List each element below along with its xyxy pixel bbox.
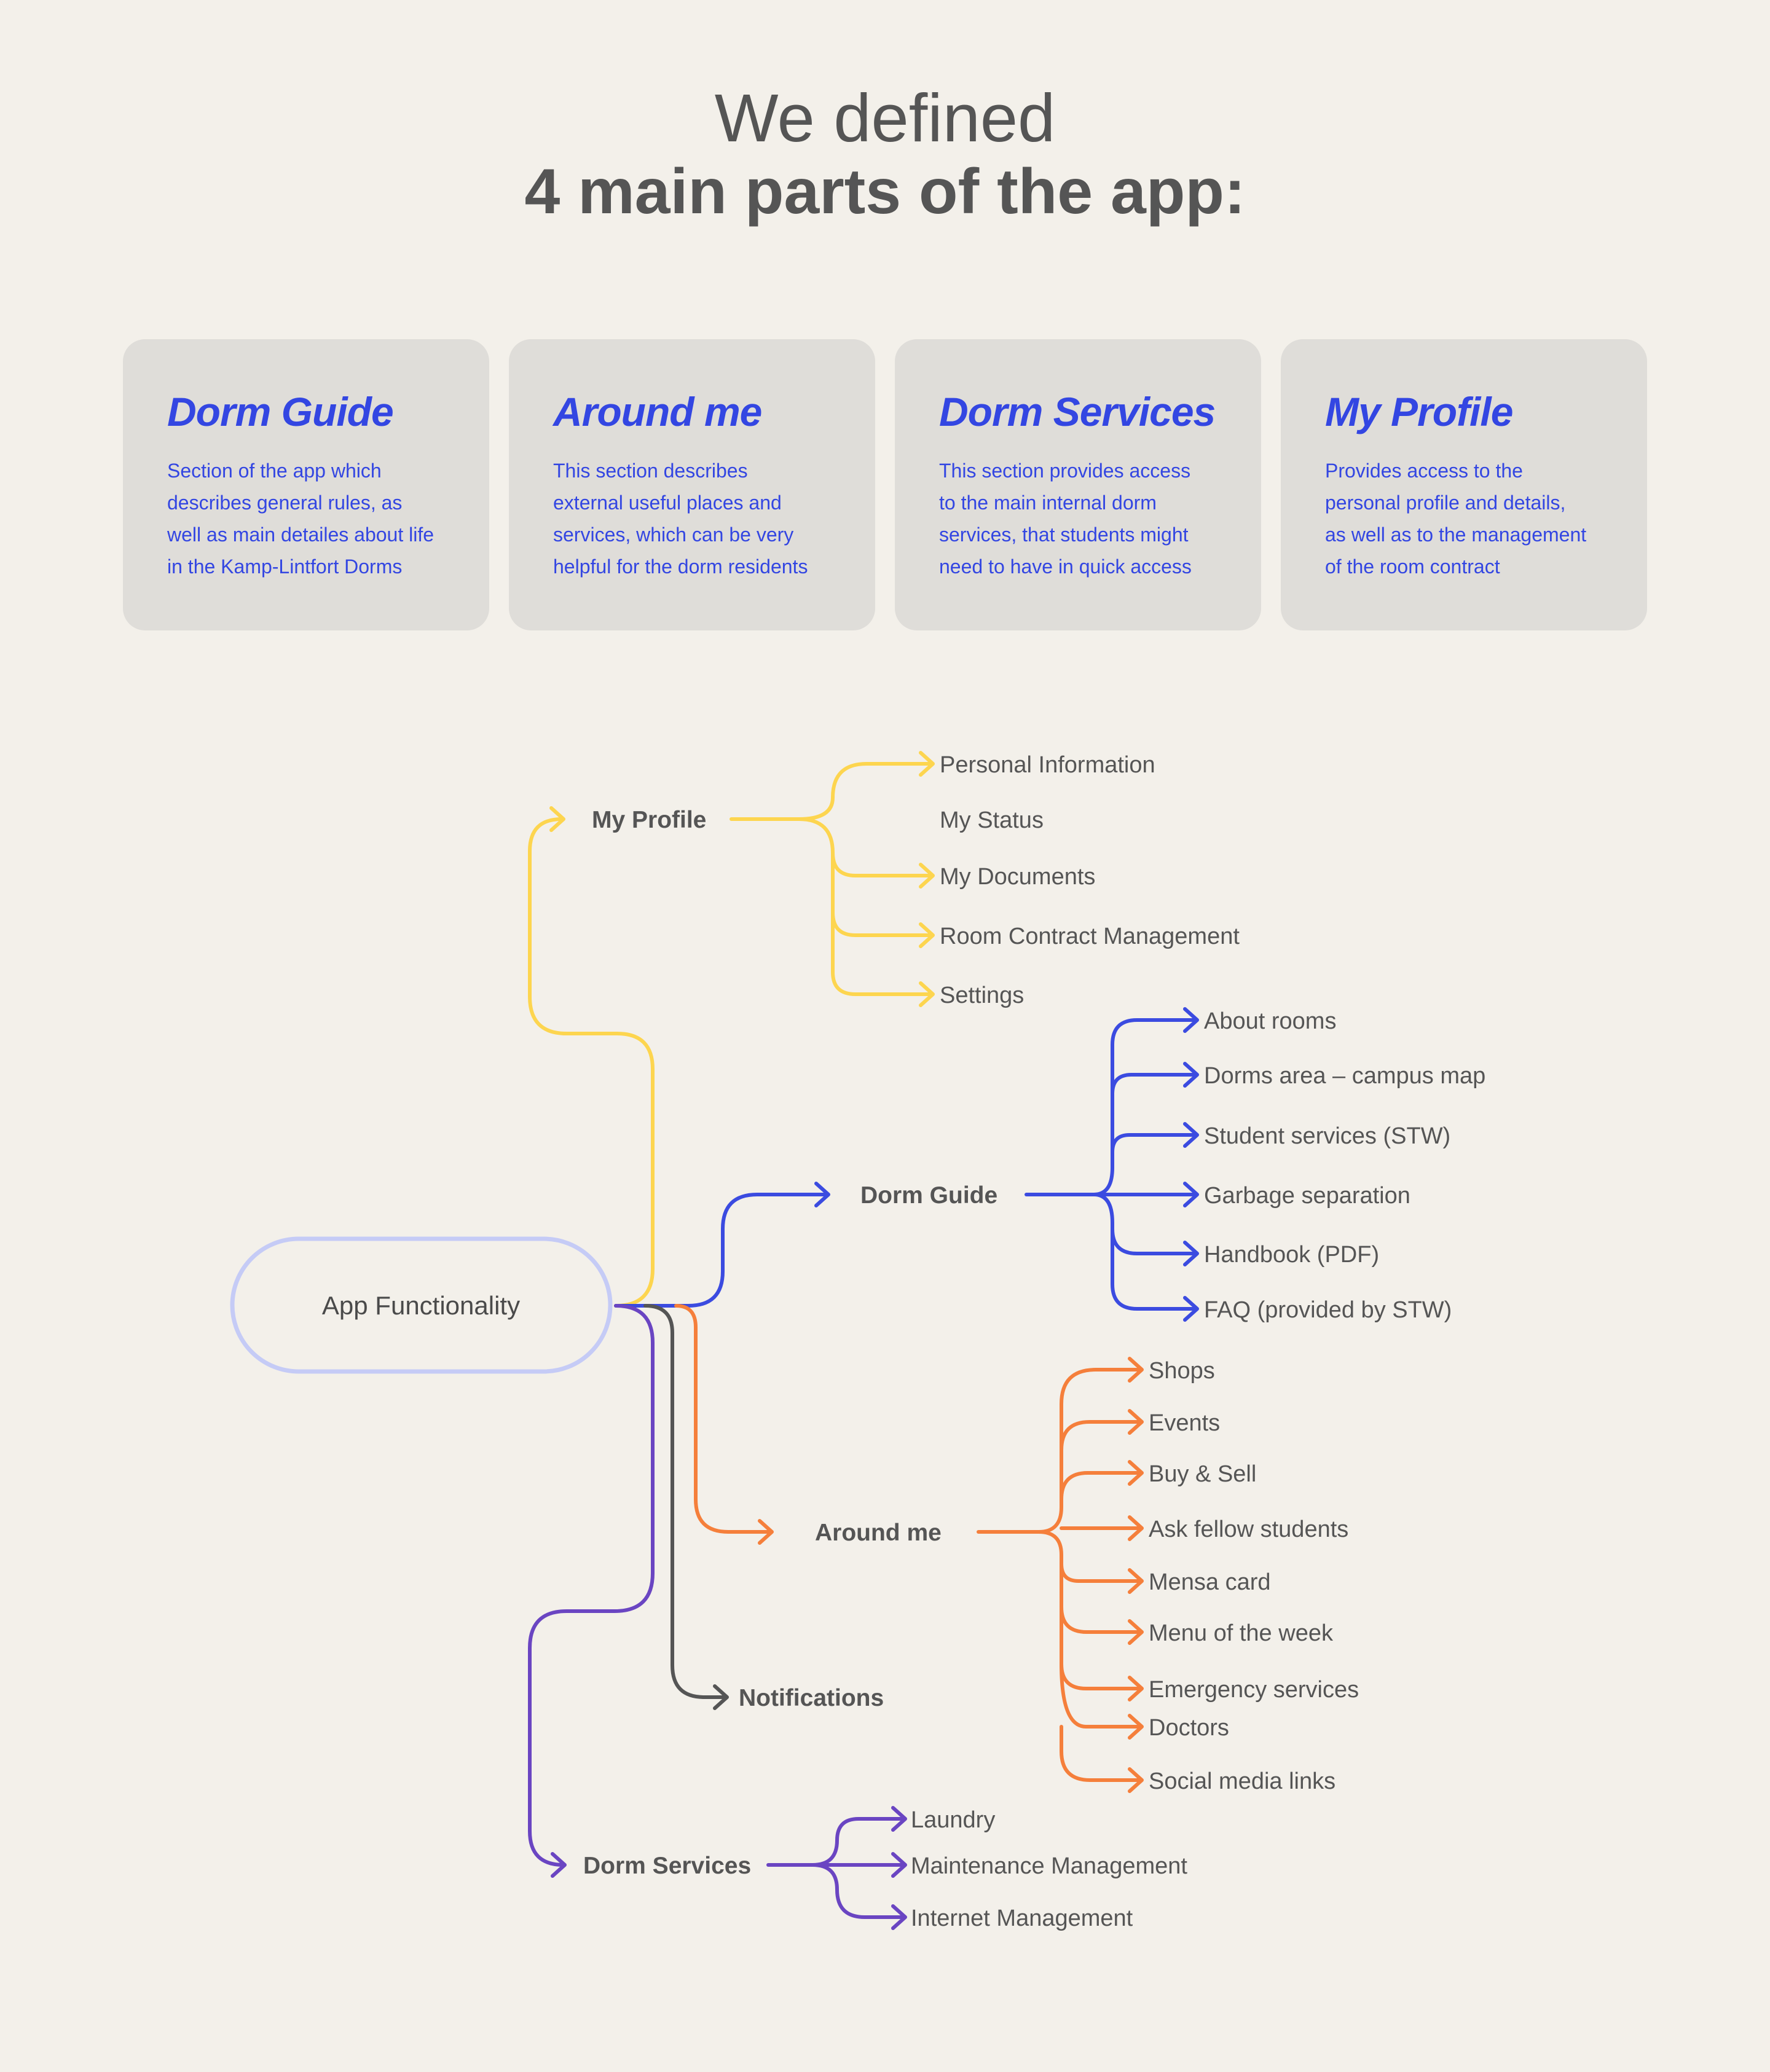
- profile-item: My Documents: [940, 864, 1095, 890]
- card-description-line: in the Kamp-Lintfort Dorms: [167, 555, 403, 578]
- root-node-label: App Functionality: [322, 1291, 520, 1320]
- card-description: This section describes external useful p…: [553, 455, 842, 583]
- around-item: Events: [1149, 1410, 1220, 1436]
- profile-item: Personal Information: [940, 752, 1155, 778]
- heading-line-1: We defined: [714, 80, 1056, 156]
- around-item: Emergency services: [1149, 1677, 1359, 1703]
- card-description-line: external useful places and: [553, 492, 782, 514]
- card-description-line: Provides access to the: [1325, 460, 1523, 482]
- guide-item: About rooms: [1204, 1008, 1336, 1034]
- card-description-line: personal profile and details,: [1325, 492, 1566, 514]
- card-title: Dorm Guide: [167, 389, 394, 434]
- category-my-profile: My Profile: [592, 807, 706, 833]
- card-my-profile: My Profile Provides access to the person…: [1281, 339, 1647, 630]
- guide-item: Dorms area – campus map: [1204, 1063, 1485, 1089]
- card-description-line: helpful for the dorm residents: [553, 555, 808, 578]
- guide-item: Handbook (PDF): [1204, 1242, 1379, 1268]
- card-description-line: Section of the app which: [167, 460, 382, 482]
- card-description-line: This section describes: [553, 460, 748, 482]
- category-dorm-guide: Dorm Guide: [860, 1182, 997, 1209]
- card-description-line: describes general rules, as: [167, 492, 403, 514]
- card-title: My Profile: [1325, 389, 1513, 434]
- card-dorm-services: Dorm Services This section provides acce…: [895, 339, 1261, 630]
- dorm-services-connectors: [528, 1304, 907, 1930]
- services-item: Internet Management: [911, 1905, 1133, 1931]
- around-item: Social media links: [1149, 1768, 1335, 1794]
- services-item: Maintenance Management: [911, 1853, 1187, 1879]
- card-around-me: Around me This section describes externa…: [509, 339, 875, 630]
- services-item: Laundry: [911, 1807, 995, 1833]
- profile-item: Room Contract Management: [940, 924, 1240, 949]
- card-description-line: as well as to the management: [1325, 524, 1587, 546]
- card-description-line: services, which can be very: [553, 524, 794, 546]
- card-description: Provides access to the personal profile …: [1325, 455, 1614, 583]
- profile-item: My Status: [940, 807, 1044, 833]
- guide-item: FAQ (provided by STW): [1204, 1297, 1452, 1323]
- card-description-line: This section provides access: [939, 460, 1191, 482]
- my-profile-connectors: [528, 751, 935, 1308]
- card-title: Dorm Services: [939, 389, 1216, 434]
- card-title: Around me: [553, 389, 762, 434]
- heading-line-2: 4 main parts of the app:: [524, 156, 1246, 227]
- card-description: This section provides access to the main…: [939, 455, 1228, 583]
- around-item: Buy & Sell: [1149, 1461, 1256, 1487]
- notifications-connector: [643, 1304, 729, 1710]
- around-item: Menu of the week: [1149, 1620, 1334, 1646]
- category-dorm-services: Dorm Services: [583, 1853, 751, 1879]
- category-notifications: Notifications: [739, 1685, 884, 1711]
- guide-item: Student services (STW): [1204, 1123, 1450, 1149]
- card-description-line: well as main detailes about life: [167, 524, 435, 546]
- around-me-connectors: [674, 1304, 1144, 1793]
- card-dorm-guide: Dorm Guide Section of the app which desc…: [123, 339, 489, 630]
- card-description-line: to the main internal dorm: [939, 492, 1157, 514]
- category-around-me: Around me: [815, 1520, 942, 1546]
- root-node: [230, 1236, 613, 1374]
- guide-item: Garbage separation: [1204, 1183, 1410, 1209]
- card-description-line: of the room contract: [1325, 555, 1500, 578]
- around-item: Doctors: [1149, 1715, 1229, 1741]
- profile-item: Settings: [940, 983, 1024, 1008]
- dorm-guide-connectors: [614, 1007, 1199, 1322]
- around-item: Shops: [1149, 1358, 1215, 1384]
- card-description: Section of the app which describes gener…: [167, 455, 456, 583]
- around-item: Mensa card: [1149, 1569, 1271, 1595]
- around-item: Ask fellow students: [1149, 1517, 1348, 1542]
- card-description-line: services, that students might: [939, 524, 1189, 546]
- card-description-line: need to have in quick access: [939, 555, 1192, 578]
